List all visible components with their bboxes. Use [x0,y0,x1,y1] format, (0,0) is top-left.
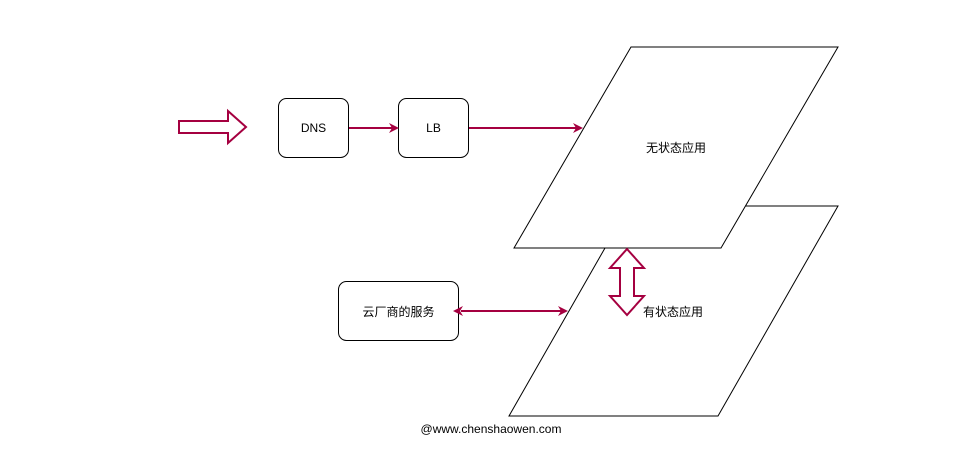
stateless-app-layer [513,46,839,249]
incoming-traffic-arrow [178,108,248,146]
stateless-app-label: 无状态应用 [646,140,706,155]
footer-watermark: @www.chenshaowen.com [421,422,562,436]
dns-label: DNS [301,121,326,135]
dns-node [278,98,349,158]
stateful-app-label: 有状态应用 [643,304,703,319]
cloud-service-label: 云厂商的服务 [362,304,434,319]
layer-sync-double-arrow [607,247,647,317]
lb-label: LB [426,121,441,135]
stateful-app-layer [508,205,839,417]
